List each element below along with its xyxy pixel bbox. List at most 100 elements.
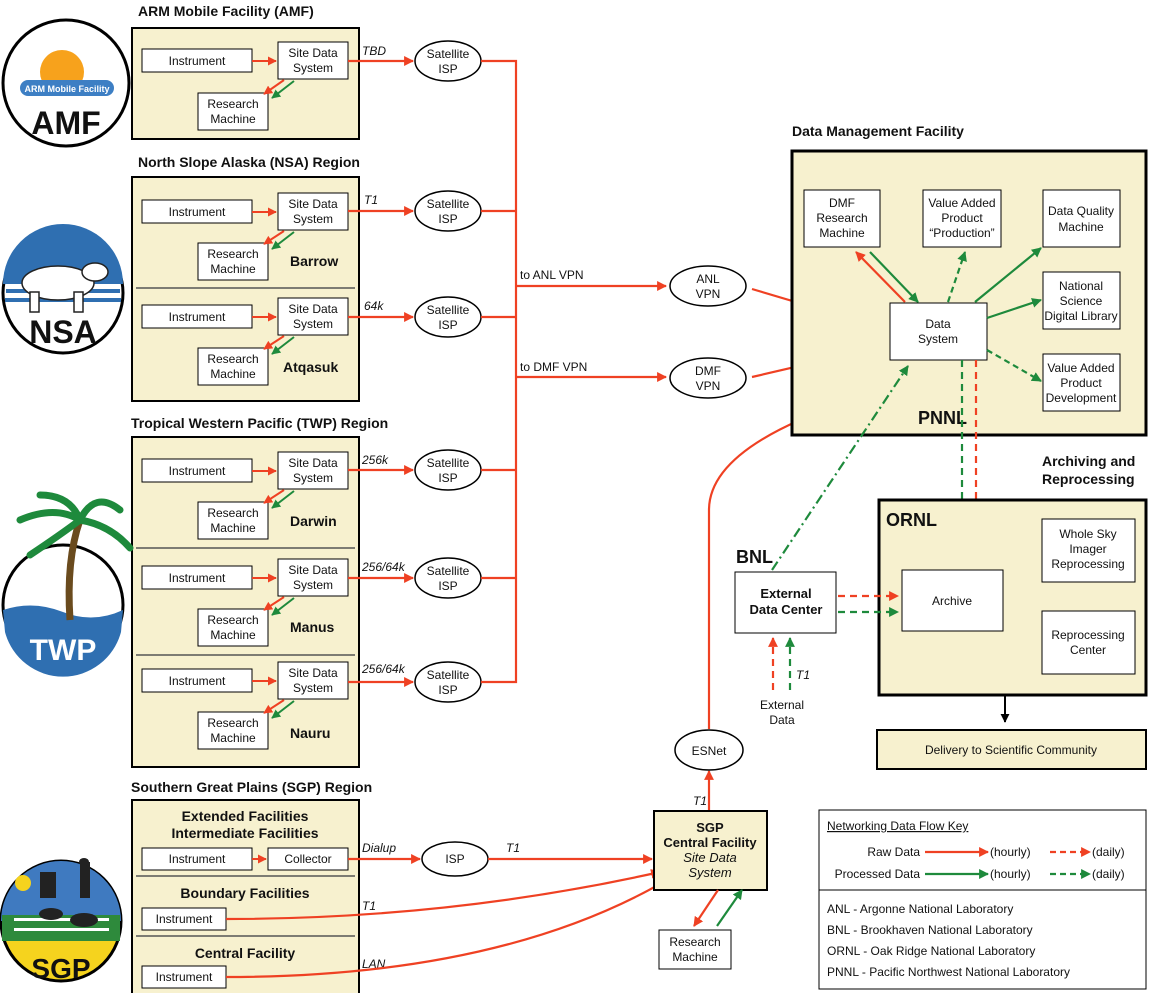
sgp-boundary-instrument-label: Instrument (156, 912, 213, 926)
anl-vpn: ANL VPN (669, 265, 747, 307)
barrow-satellite-isp: Satellite ISP (414, 190, 482, 232)
key-box (818, 809, 1147, 990)
pnnl-label: PNNL (918, 408, 967, 428)
twp-logo: TWP (1, 491, 134, 677)
amf-sds-label-1: Site Data (288, 46, 338, 60)
external-link-label: T1 (796, 668, 810, 682)
dmf-research-box (803, 189, 881, 248)
darwin-sds-box (277, 451, 349, 490)
sgp-ext-facilities-2: Intermediate Facilities (171, 825, 318, 841)
svg-text:Machine: Machine (1058, 220, 1104, 234)
atqasuk-sds-label-1: Site Data (288, 302, 338, 316)
external-data-center-box (734, 571, 837, 634)
svg-text:Archive: Archive (932, 594, 972, 608)
atqasuk-satellite-isp: Satellite ISP (414, 296, 482, 338)
nauru-sds-box (277, 661, 349, 700)
svg-text:Data: Data (925, 317, 951, 331)
barrow-rm-label-1: Research (207, 247, 258, 261)
amf-title: ARM Mobile Facility (AMF) (138, 3, 314, 19)
svg-text:DMF: DMF (695, 364, 721, 378)
svg-text:Product: Product (941, 211, 983, 225)
manus-link-label: 256/64k (361, 560, 406, 574)
manus-sds-label-2: System (293, 578, 333, 592)
darwin-link-label: 256k (361, 453, 389, 467)
svg-text:Satellite: Satellite (427, 456, 470, 470)
nauru-rm-label-1: Research (207, 716, 258, 730)
svg-text:Satellite: Satellite (427, 564, 470, 578)
svg-text:Development: Development (1046, 391, 1117, 405)
nsa-logo: NSA (1, 224, 125, 355)
amf-rm-label-1: Research (207, 97, 258, 111)
external-data-label-2: Data (769, 713, 795, 727)
to-anl-vpn-label: to ANL VPN (520, 268, 584, 282)
nauru-instrument-label: Instrument (169, 674, 226, 688)
nauru-label: Nauru (290, 725, 330, 741)
wsi-reprocessing-box (1041, 518, 1136, 583)
key-raw-label: Raw Data (867, 845, 920, 859)
dq-machine-box (1042, 189, 1121, 248)
darwin-sds-label-1: Site Data (288, 456, 338, 470)
svg-text:Satellite: Satellite (427, 668, 470, 682)
archive-box (901, 569, 1004, 632)
key-processed-daily: (daily) (1092, 867, 1125, 881)
nauru-rm-label-2: Machine (210, 731, 256, 745)
svg-text:Satellite: Satellite (427, 47, 470, 61)
svg-text:Science: Science (1060, 294, 1103, 308)
sgp-central-instrument-label: Instrument (156, 970, 213, 984)
svg-text:Whole Sky: Whole Sky (1059, 527, 1116, 541)
svg-text:System: System (918, 332, 958, 346)
svg-text:Imager: Imager (1069, 542, 1106, 556)
key-pnnl: PNNL - Pacific Northwest National Labora… (827, 965, 1070, 979)
nauru-satellite-isp: Satellite ISP (414, 661, 482, 703)
atqasuk-rm-label-2: Machine (210, 367, 256, 381)
sgp-central-facility-box (653, 810, 768, 891)
delivery-label: Delivery to Scientific Community (925, 743, 1097, 757)
sgp-cf-label-2: Central Facility (663, 835, 757, 850)
darwin-rm-label-2: Machine (210, 521, 256, 535)
svg-text:Product: Product (1060, 376, 1102, 390)
key-raw-daily: (daily) (1092, 845, 1125, 859)
atqasuk-rm-box (197, 347, 269, 386)
to-dmf-vpn-label: to DMF VPN (520, 360, 587, 374)
key-processed-hourly: (hourly) (990, 867, 1031, 881)
manus-instrument-label: Instrument (169, 571, 226, 585)
barrow-link-label: T1 (364, 193, 378, 207)
dialup-link-label: Dialup (362, 841, 396, 855)
manus-rm-label-2: Machine (210, 628, 256, 642)
vap-development-box (1042, 353, 1121, 412)
svg-text:ISP: ISP (438, 471, 457, 485)
ornl-label: ORNL (886, 510, 937, 530)
key-anl: ANL - Argonne National Laboratory (827, 902, 1013, 916)
boundary-link-label: T1 (362, 899, 376, 913)
reprocessing-center-box (1041, 610, 1136, 675)
atqasuk-instrument-label: Instrument (169, 310, 226, 324)
isp-t1-link-label: T1 (506, 841, 520, 855)
vap-production-box (922, 189, 1002, 248)
svg-text:ISP: ISP (438, 579, 457, 593)
amf-rm-box (197, 92, 269, 131)
sgp-isp: ISP (421, 841, 489, 877)
sgp-rm-label-1: Research (669, 935, 720, 949)
nsdl-box (1042, 271, 1121, 330)
darwin-label: Darwin (290, 513, 337, 529)
svg-text:Reprocessing: Reprocessing (1051, 628, 1124, 642)
svg-text:ISP: ISP (445, 852, 464, 866)
svg-text:Value Added: Value Added (928, 196, 995, 210)
esnet-link-label: T1 (693, 794, 707, 808)
atqasuk-label: Atqasuk (283, 359, 338, 375)
archiving-title-2: Reprocessing (1042, 471, 1135, 487)
darwin-satellite-isp: Satellite ISP (414, 449, 482, 491)
key-raw-hourly: (hourly) (990, 845, 1031, 859)
svg-text:Center: Center (1070, 643, 1106, 657)
twp-title: Tropical Western Pacific (TWP) Region (131, 415, 388, 431)
nauru-sds-label-1: Site Data (288, 666, 338, 680)
amf-logo-label: AMF (31, 105, 100, 141)
amf-logo-banner: ARM Mobile Facility (24, 84, 109, 94)
svg-text:ANL: ANL (696, 272, 720, 286)
twp-logo-label: TWP (30, 634, 97, 667)
external-data-label-1: External (760, 698, 804, 712)
sgp-rm-box (658, 929, 732, 970)
svg-text:Reprocessing: Reprocessing (1051, 557, 1124, 571)
manus-satellite-isp: Satellite ISP (414, 557, 482, 599)
svg-text:External: External (760, 586, 811, 601)
